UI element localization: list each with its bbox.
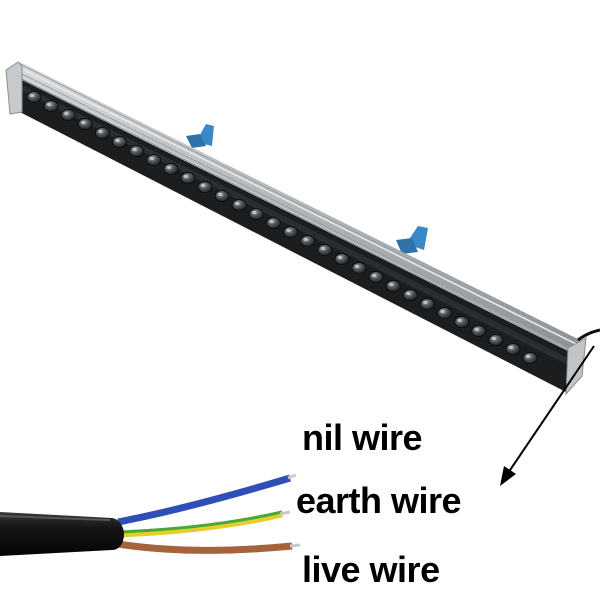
- end-cap-left: [5, 61, 23, 115]
- led-lens: [471, 325, 487, 337]
- led-highlight: [269, 219, 274, 224]
- led-lens: [214, 190, 230, 202]
- led-lens: [351, 262, 367, 274]
- mounting-bracket-left: [186, 124, 214, 148]
- led-lens: [334, 253, 350, 265]
- led-highlight: [200, 183, 206, 188]
- led-lens: [248, 208, 264, 220]
- led-highlight: [166, 165, 171, 170]
- led-highlight: [115, 138, 120, 143]
- led-wall-washer-housing: [10, 62, 584, 355]
- led-lens: [522, 352, 538, 364]
- led-highlight: [46, 102, 52, 107]
- led-lens: [317, 244, 333, 256]
- led-lens: [488, 334, 504, 346]
- led-highlight: [320, 246, 325, 251]
- led-highlight: [235, 201, 240, 206]
- led-lens: [454, 316, 470, 328]
- led-highlight: [423, 300, 428, 305]
- led-lens: [112, 136, 127, 148]
- led-lens: [163, 163, 179, 175]
- live-wire-label: live wire: [302, 549, 440, 590]
- led-highlight: [303, 237, 308, 242]
- mounting-bracket-right: [396, 226, 428, 254]
- led-lens: [300, 235, 316, 247]
- led-lens: [283, 226, 299, 238]
- led-highlight: [98, 129, 103, 134]
- led-lens: [437, 307, 452, 319]
- led-highlight: [29, 93, 35, 98]
- led-lens: [77, 118, 93, 130]
- led-highlight: [286, 228, 291, 233]
- led-highlight: [149, 156, 154, 161]
- led-lens: [385, 280, 401, 292]
- led-lens: [419, 298, 435, 310]
- nil-wire: [117, 474, 292, 526]
- led-highlight: [252, 210, 257, 215]
- led-lens: [180, 172, 196, 184]
- led-highlight: [389, 282, 394, 287]
- earth-wire: [117, 510, 283, 538]
- led-highlight: [474, 327, 479, 332]
- led-lens: [505, 343, 521, 355]
- arrow-pointer-icon: [500, 345, 595, 486]
- led-array: [26, 91, 538, 364]
- led-lens: [146, 154, 162, 166]
- led-highlight: [406, 291, 411, 296]
- led-highlight: [132, 147, 137, 152]
- led-highlight: [217, 192, 223, 197]
- led-lens: [265, 217, 281, 229]
- live-wire: [117, 540, 293, 554]
- led-highlight: [440, 309, 445, 314]
- led-highlight: [63, 111, 69, 116]
- led-lens: [60, 109, 76, 121]
- led-highlight: [183, 174, 189, 179]
- led-highlight: [508, 345, 514, 350]
- nil-wire-label: nil wire: [302, 417, 423, 458]
- power-cable-exit: [577, 328, 600, 342]
- cable-jacket: [0, 512, 124, 556]
- earth-wire-label: earth wire: [296, 480, 462, 521]
- led-lens: [197, 181, 213, 193]
- led-lens: [231, 199, 247, 211]
- led-lens: [26, 91, 42, 103]
- wire-bundle: [117, 473, 301, 554]
- led-lens: [129, 145, 145, 157]
- led-highlight: [457, 318, 462, 323]
- led-lens: [368, 271, 384, 283]
- led-highlight: [525, 354, 531, 359]
- led-highlight: [81, 120, 86, 125]
- led-lens: [402, 289, 418, 301]
- led-highlight: [371, 273, 377, 278]
- led-highlight: [354, 264, 360, 269]
- led-lens: [43, 100, 59, 112]
- led-lens: [94, 127, 110, 139]
- led-highlight: [337, 255, 343, 260]
- led-highlight: [491, 336, 496, 341]
